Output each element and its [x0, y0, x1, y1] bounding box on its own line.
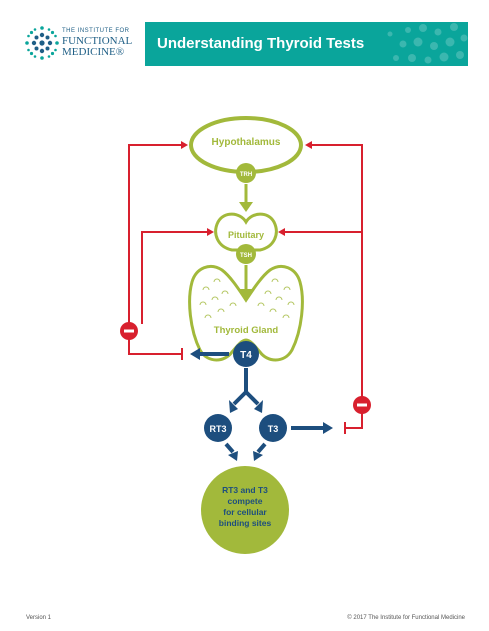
t3-label: T3 [268, 424, 279, 434]
t4-split-arrows [229, 368, 263, 413]
t3-node [259, 414, 287, 442]
right-inhibit-minus-icon [357, 403, 367, 407]
copyright-label: © 2017 The Institute for Functional Medi… [347, 615, 465, 621]
logo-line-3: MEDICINE® [62, 46, 125, 58]
binding-sites-node [201, 466, 289, 554]
right-pituitary-arrowhead [278, 228, 285, 236]
binding-sites-line-4: binding sites [219, 518, 272, 528]
binding-sites-line-1: RT3 and T3 [222, 485, 268, 495]
trh-badge [236, 163, 256, 183]
tsh-badge [236, 244, 256, 264]
ifm-logo: THE INSTITUTE FOR FUNCTIONAL MEDICINE® [22, 20, 142, 66]
thyroid-gland-node [188, 265, 304, 362]
right-hypothalamus-arrowhead [305, 141, 312, 149]
t4-left-arrow [190, 348, 229, 360]
trh-to-pituitary-arrow [239, 184, 253, 212]
binding-sites-line-3: for cellular [223, 507, 267, 517]
binding-sites-line-2: compete [228, 496, 263, 506]
right-negative-feedback-loop [284, 144, 363, 434]
version-label: Version 1 [26, 615, 52, 621]
t4-node [233, 341, 259, 367]
trh-label: TRH [240, 172, 252, 178]
logo-line-1: THE INSTITUTE FOR [62, 28, 130, 34]
t4-label: T4 [240, 350, 252, 361]
rt3-down-arrow [224, 442, 238, 461]
left-inhibit-minus-icon [124, 329, 134, 333]
left-negative-feedback-loop [128, 144, 208, 360]
banner-pattern-icon [387, 23, 468, 64]
tsh-to-thyroid-arrow [239, 265, 253, 299]
logo-line-2: FUNCTIONAL [62, 35, 133, 47]
title-banner: Understanding Thyroid Tests [145, 22, 468, 66]
left-hypothalamus-arrowhead [181, 141, 188, 149]
t3-right-arrow [291, 422, 333, 434]
pituitary-label: Pituitary [228, 230, 264, 240]
tsh-label: TSH [240, 253, 252, 259]
rt3-label: RT3 [209, 424, 226, 434]
t3-down-arrow [253, 442, 267, 461]
thyroid-gland-label: Thyroid Gland [214, 325, 279, 336]
thyroid-texture-icon [199, 278, 295, 319]
page-title: Understanding Thyroid Tests [157, 35, 365, 52]
rt3-node [204, 414, 232, 442]
left-pituitary-arrowhead [207, 228, 214, 236]
logo-mark-icon [25, 26, 59, 60]
hypothalamus-label: Hypothalamus [212, 137, 281, 148]
